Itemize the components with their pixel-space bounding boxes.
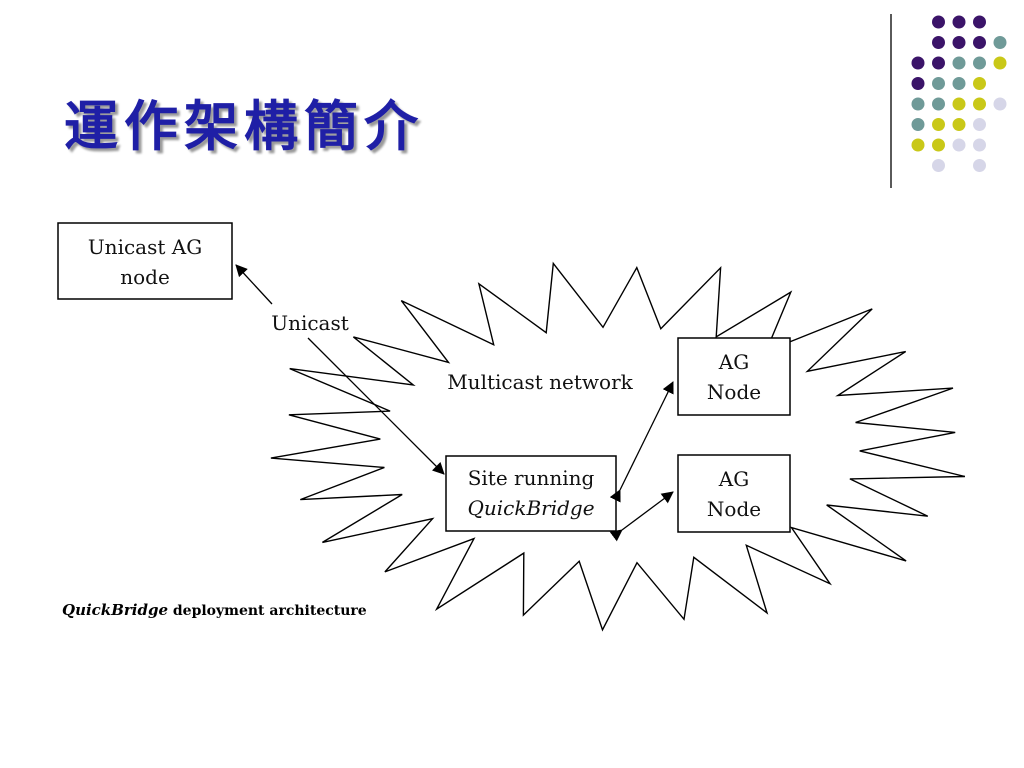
unicast-label: Unicast xyxy=(271,311,349,335)
unicast-ag-node: Unicast AG node xyxy=(57,222,233,300)
title-divider xyxy=(890,14,892,188)
unicast-node-line2: node xyxy=(120,265,170,289)
ag-node-lower-line2: Node xyxy=(707,497,761,521)
diagram-caption: QuickBridge deployment architecture xyxy=(62,601,367,619)
arrow-site-to-ag-upper xyxy=(609,381,674,503)
ag-node-upper-line2: Node xyxy=(707,380,761,404)
ag-node-upper: AG Node xyxy=(677,337,791,416)
unicast-label-bg xyxy=(266,309,352,333)
unicast-node-line1: Unicast AG xyxy=(88,235,202,259)
slide-title: 運作架構簡介 xyxy=(64,94,424,158)
ag-node-upper-line1: AG xyxy=(718,350,749,374)
unicast-arrow-to-node xyxy=(235,264,273,305)
caption-rest: deployment architecture xyxy=(168,603,367,619)
arrow-site-to-ag-lower xyxy=(609,491,674,542)
multicast-network-cloud xyxy=(270,261,966,632)
unicast-arrow-to-site xyxy=(307,337,445,475)
caption-strong: QuickBridge xyxy=(62,601,168,619)
ag-node-lower: AG Node xyxy=(677,454,791,533)
ag-node-lower-line1: AG xyxy=(718,467,749,491)
site-line2: QuickBridge xyxy=(467,496,594,520)
multicast-network-label: Multicast network xyxy=(447,370,633,394)
site-line1: Site running xyxy=(468,466,595,490)
site-quickbridge-node: Site running QuickBridge xyxy=(445,455,617,532)
